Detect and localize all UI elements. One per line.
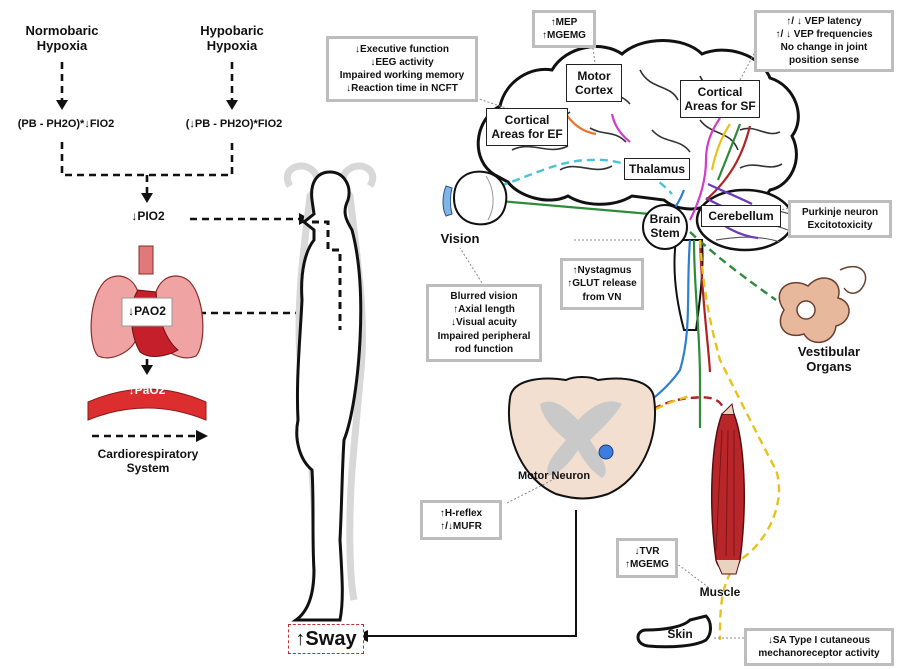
- muscle-illustration: [712, 404, 745, 574]
- motor-neuron-label: Motor Neuron: [514, 470, 594, 483]
- hypobaric-hypoxia-label: Hypobaric Hypoxia: [190, 24, 274, 54]
- vep-line-4: position sense: [761, 54, 887, 67]
- visual-line-2: ↑Axial length: [433, 303, 535, 316]
- mep-line-1: ↑MEP: [539, 16, 589, 29]
- thalamus-box: Thalamus: [624, 158, 690, 180]
- tvr-line-2: ↑MGEMG: [623, 558, 671, 571]
- green-vision-pathway: [488, 200, 650, 214]
- lungs-illustration: [91, 246, 203, 358]
- vestibular-label: Vestibular Organs: [784, 345, 874, 375]
- sa-effect-box: ↓SA Type I cutaneous mechanoreceptor act…: [744, 628, 894, 666]
- cortical-sf-line2: Areas for SF: [681, 99, 759, 113]
- visual-line-1: Blurred vision: [433, 290, 535, 303]
- skin-label: Skin: [662, 628, 698, 642]
- cerebellum-box: Cerebellum: [701, 205, 781, 227]
- visual-line-5: rod function: [433, 343, 535, 356]
- cortical-ef-line1: Cortical: [487, 113, 567, 127]
- vision-label: Vision: [430, 232, 490, 247]
- purkinje-effect-box: Purkinje neuron Excitotoxicity: [788, 200, 892, 238]
- motor-cortex-box: Motor Cortex: [566, 64, 622, 102]
- mep-effect-box: ↑MEP ↑MGEMG: [532, 10, 596, 48]
- vep-line-3: No change in joint: [761, 41, 887, 54]
- nystagmus-line-2: ↑GLUT release: [567, 277, 637, 290]
- brain-stem-line2: Stem: [650, 227, 679, 241]
- executive-line-1: ↓Executive function: [333, 43, 471, 56]
- brain-stem-circle: Brain Stem: [642, 204, 688, 250]
- alveolar-o2-label: ↓PAO2: [122, 305, 172, 319]
- mep-line-2: ↑MGEMG: [539, 29, 589, 42]
- vestibular-illustration: [779, 267, 865, 343]
- arterial-o2-label: ↓PaO2: [118, 384, 176, 398]
- nystagmus-line-3: from VN: [567, 291, 637, 304]
- nystagmus-effect-box: ↑Nystagmus ↑GLUT release from VN: [560, 258, 644, 310]
- hypobaric-line2: Hypoxia: [190, 39, 274, 54]
- executive-line-2: ↓EEG activity: [333, 56, 471, 69]
- hypobaric-formula: (↓PB - PH2O)*FIO2: [176, 118, 292, 131]
- eye-illustration: [443, 172, 506, 225]
- tvr-line-1: ↓TVR: [623, 545, 671, 558]
- executive-effect-box: ↓Executive function ↓EEG activity Impair…: [326, 36, 478, 102]
- vestibular-line1: Vestibular: [784, 345, 874, 360]
- sa-line-2: mechanoreceptor activity: [751, 647, 887, 660]
- sway-box: ↑Sway: [288, 624, 364, 654]
- hreflex-line-2: ↑/↓MUFR: [427, 520, 495, 533]
- cortical-ef-box: Cortical Areas for EF: [486, 108, 568, 146]
- executive-line-4: ↓Reaction time in NCFT: [333, 82, 471, 95]
- visual-effect-box: Blurred vision ↑Axial length ↓Visual acu…: [426, 284, 542, 362]
- muscle-label: Muscle: [690, 586, 750, 600]
- visual-line-4: Impaired peripheral: [433, 330, 535, 343]
- motor-cortex-line1: Motor: [567, 69, 621, 83]
- hypobaric-line1: Hypobaric: [190, 24, 274, 39]
- purkinje-line-1: Purkinje neuron: [795, 206, 885, 219]
- visual-line-3: ↓Visual acuity: [433, 316, 535, 329]
- purkinje-line-2: Excitotoxicity: [795, 219, 885, 232]
- cortical-sf-box: Cortical Areas for SF: [680, 80, 760, 118]
- normobaric-formula: (PB - PH2O)*↓FIO2: [8, 118, 124, 131]
- cardiorespiratory-label: Cardiorespiratory System: [86, 448, 210, 476]
- inspired-o2-label: ↓PIO2: [118, 210, 178, 224]
- vep-line-1: ↑/ ↓ VEP latency: [761, 15, 887, 28]
- brain-stem-line1: Brain: [650, 213, 681, 227]
- normobaric-line2: Hypoxia: [20, 39, 104, 54]
- cardio-line2: System: [86, 462, 210, 476]
- executive-line-3: Impaired working memory: [333, 69, 471, 82]
- cortical-ef-line2: Areas for EF: [487, 127, 567, 141]
- hreflex-effect-box: ↑H-reflex ↑/↓MUFR: [420, 500, 502, 540]
- vep-effect-box: ↑/ ↓ VEP latency ↑/ ↓ VEP frequencies No…: [754, 10, 894, 72]
- sa-line-1: ↓SA Type I cutaneous: [751, 634, 887, 647]
- cortical-sf-line1: Cortical: [681, 85, 759, 99]
- vep-line-2: ↑/ ↓ VEP frequencies: [761, 28, 887, 41]
- tvr-effect-box: ↓TVR ↑MGEMG: [616, 538, 678, 578]
- nystagmus-line-1: ↑Nystagmus: [567, 264, 637, 277]
- arrowheads-left: [56, 100, 310, 442]
- motor-cortex-line2: Cortex: [567, 83, 621, 97]
- cardio-line1: Cardiorespiratory: [86, 448, 210, 462]
- normobaric-hypoxia-label: Normobaric Hypoxia: [20, 24, 104, 54]
- hreflex-line-1: ↑H-reflex: [427, 507, 495, 520]
- vestibular-line2: Organs: [784, 360, 874, 375]
- normobaric-line1: Normobaric: [20, 24, 104, 39]
